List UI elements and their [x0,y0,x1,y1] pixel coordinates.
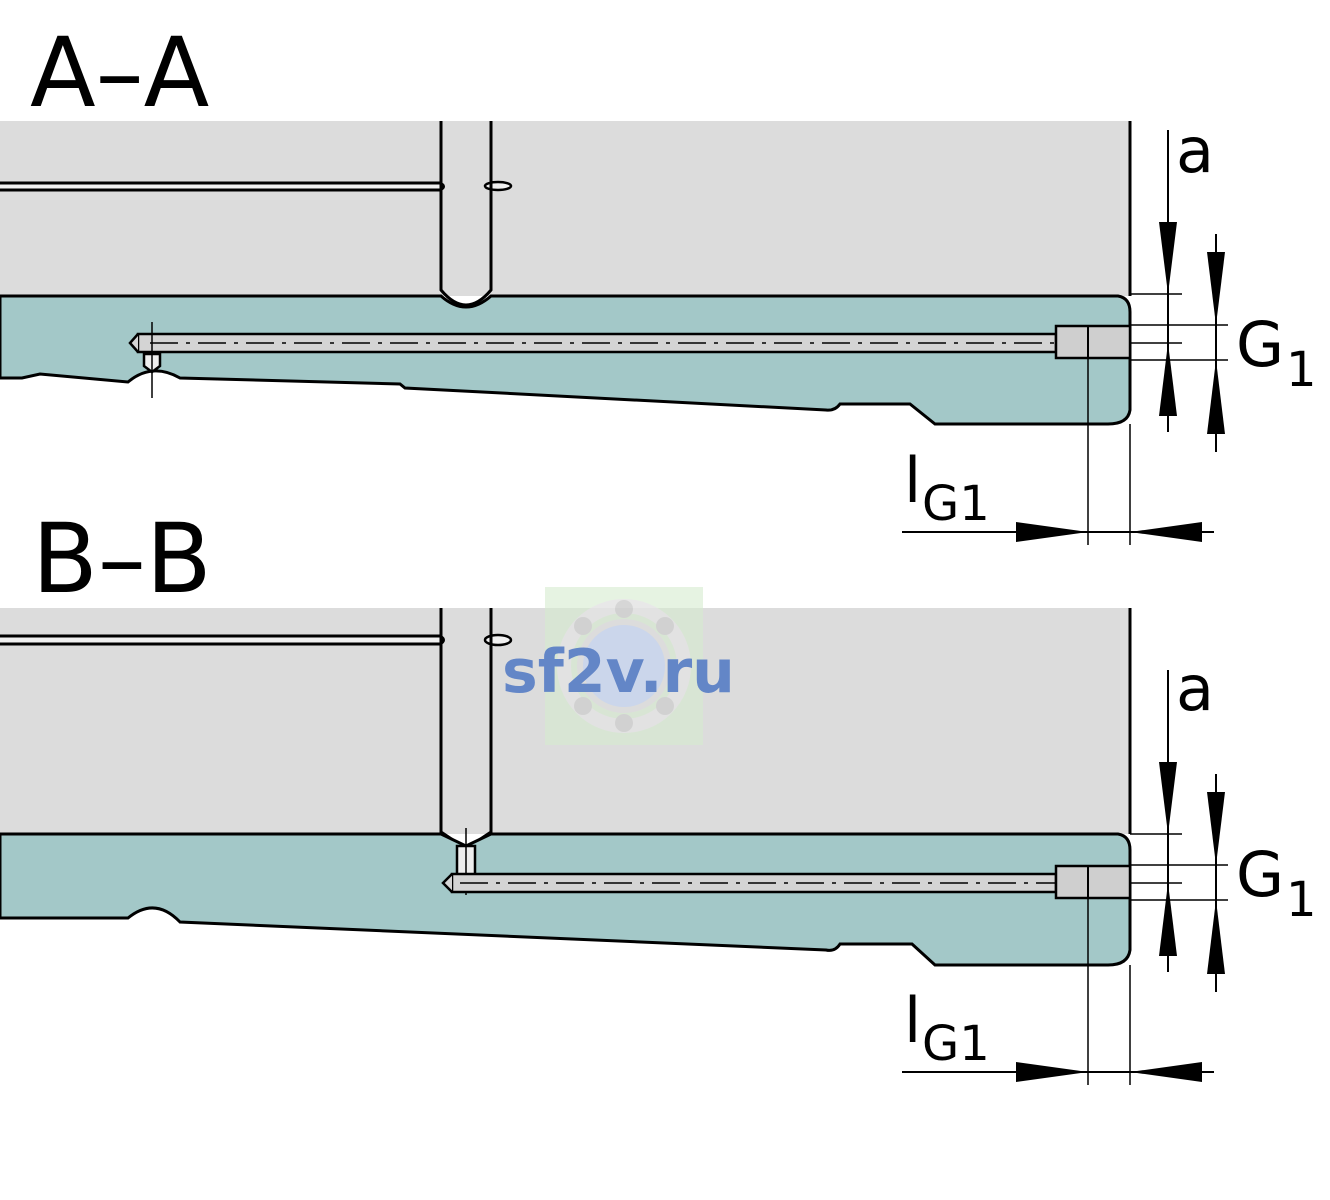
section-a-a: A–A a G 1 [0,17,1317,545]
housing-groove [0,181,445,192]
base-block [0,294,1132,426]
label-a-section-a: a [1176,114,1214,187]
housing-block [0,121,1130,296]
label-l-sub-section-b: G1 [922,1016,990,1072]
label-g-section-a: G [1236,308,1284,381]
thread-g1 [1054,324,1132,360]
label-g-section-b: G [1236,838,1284,911]
thread-g1 [1054,864,1132,900]
label-l-section-b: l [904,984,921,1057]
watermark-text: sf2v.ru [502,637,735,707]
label-g-sub-section-a: 1 [1286,342,1317,398]
label-l-section-a: l [904,444,921,517]
section-title-a: A–A [30,17,209,129]
ball-bearing-icon [557,599,691,733]
housing-groove [0,634,445,646]
section-title-b: B–B [32,503,212,615]
vertical-slot [439,121,493,307]
label-g-sub-section-b: 1 [1286,872,1317,928]
watermark: sf2v.ru [502,587,735,745]
label-a-section-b: a [1176,652,1214,725]
label-l-sub-section-a: G1 [922,476,990,532]
base-block [0,832,1132,967]
